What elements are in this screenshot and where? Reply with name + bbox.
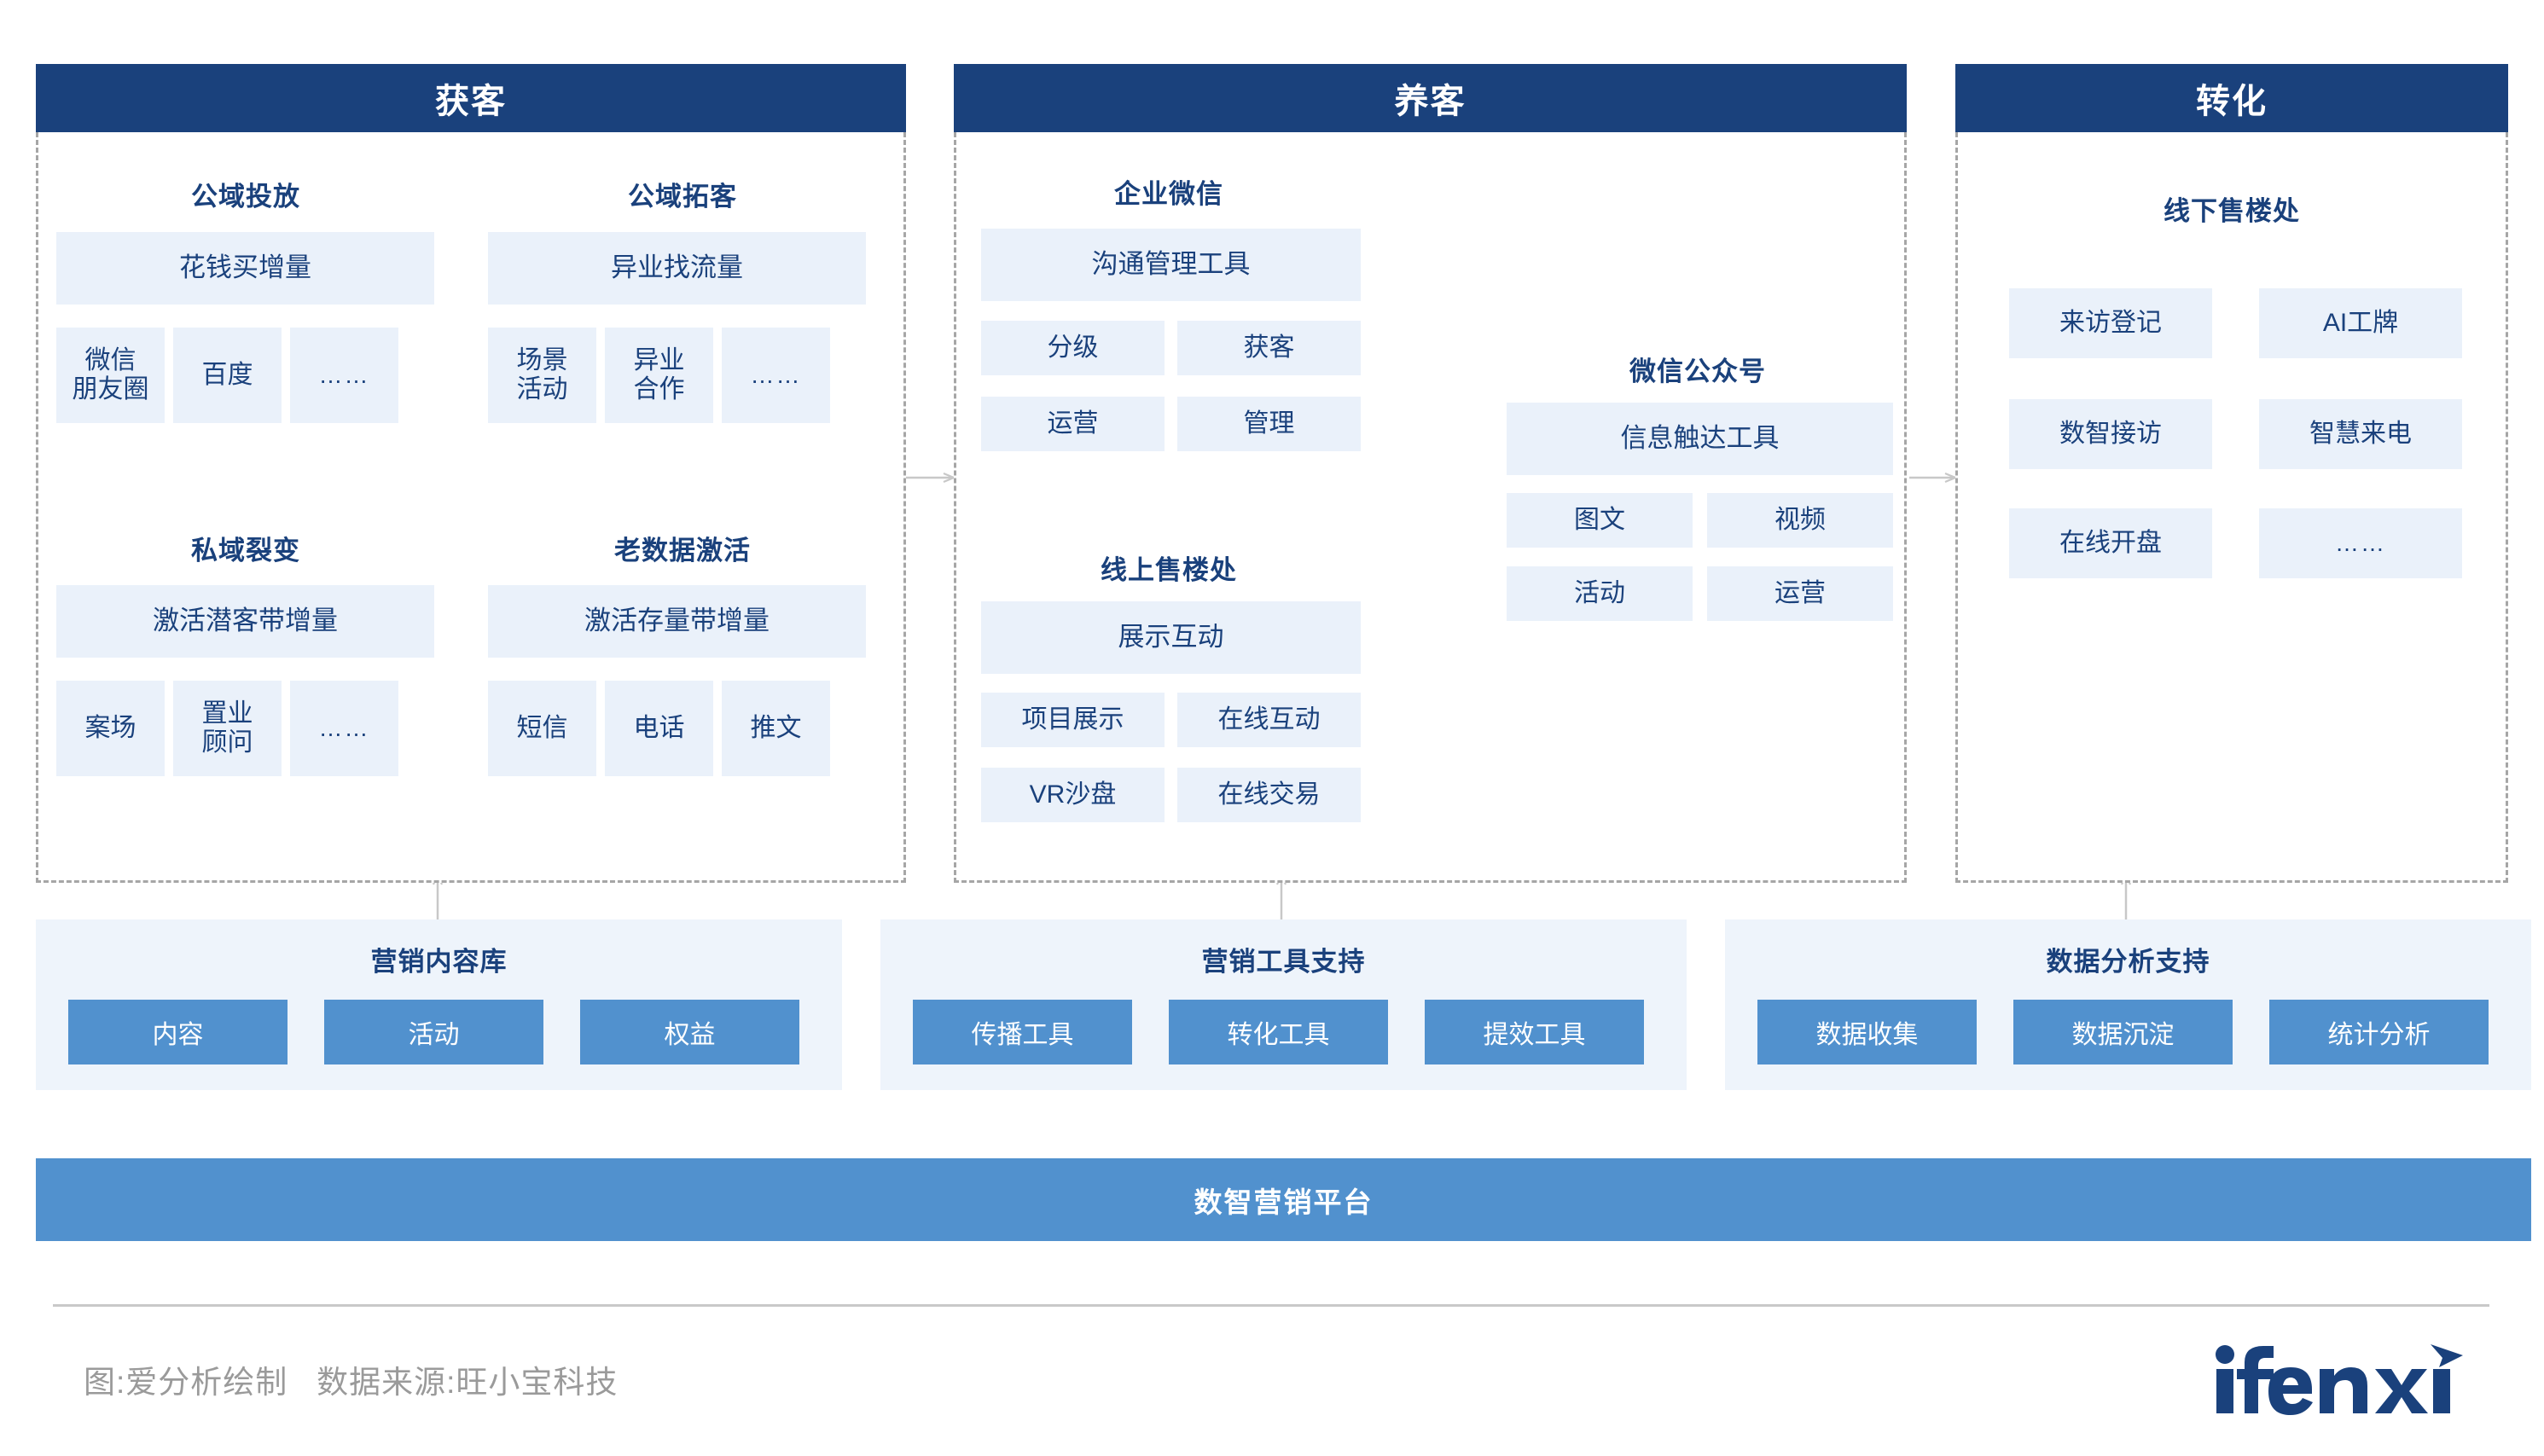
tile-offline-salesoffice-3: 数智接访: [2009, 399, 2212, 469]
support-chip-efficiency-tool[interactable]: 提效工具: [1425, 1000, 1644, 1064]
phase-body-convert: [1955, 132, 2508, 883]
group-title-official-account: 微信公众号: [1629, 357, 1766, 386]
group-title-public-expansion: 公域拓客: [628, 182, 737, 212]
tile-official-account-4: 运营: [1707, 566, 1893, 621]
tile-public-placement-3: ……: [290, 328, 398, 423]
tile-online-salesoffice-1: 项目展示: [981, 693, 1165, 747]
tile-online-salesoffice-4: 在线交易: [1177, 768, 1361, 822]
group-headline-legacy-data-activation: 激活存量带增量: [488, 585, 866, 658]
tile-official-account-2: 视频: [1707, 493, 1893, 548]
tile-official-account-3: 活动: [1507, 566, 1693, 621]
tile-public-expansion-1: 场景 活动: [488, 328, 596, 423]
phase-header-nurture: 养客: [954, 64, 1907, 132]
tile-legacy-data-3: 推文: [722, 681, 830, 776]
group-title-offline-salesoffice: 线下售楼处: [2164, 196, 2300, 226]
group-title-wecom: 企业微信: [1114, 179, 1223, 209]
phase-title-acquire: 获客: [435, 83, 507, 120]
platform-label: 数智营销平台: [1194, 1186, 1374, 1218]
support-chip-conversion-tool[interactable]: 转化工具: [1169, 1000, 1388, 1064]
group-headline-private-fission: 激活潜客带增量: [56, 585, 434, 658]
tile-public-expansion-3: ……: [722, 328, 830, 423]
group-headline-online-salesoffice: 展示互动: [981, 601, 1361, 674]
group-title-online-salesoffice: 线上售楼处: [1101, 555, 1237, 585]
phase-title-nurture: 养客: [1394, 83, 1467, 120]
group-headline-wecom: 沟通管理工具: [981, 229, 1361, 301]
tile-offline-salesoffice-6: ……: [2259, 508, 2462, 578]
group-title-legacy-data-activation: 老数据激活: [614, 536, 751, 566]
group-headline-public-expansion: 异业找流量: [488, 232, 866, 305]
tile-offline-salesoffice-2: AI工牌: [2259, 288, 2462, 358]
tile-public-placement-2: 百度: [173, 328, 282, 423]
support-chip-statistical-analysis[interactable]: 统计分析: [2269, 1000, 2489, 1064]
tile-wecom-1: 分级: [981, 321, 1165, 375]
support-title-data-analytics: 数据分析支持: [2046, 947, 2210, 977]
support-chip-benefits[interactable]: 权益: [580, 1000, 799, 1064]
phase-header-acquire: 获客: [36, 64, 906, 132]
tile-online-salesoffice-3: VR沙盘: [981, 768, 1165, 822]
tile-offline-salesoffice-1: 来访登记: [2009, 288, 2212, 358]
support-chip-data-collection[interactable]: 数据收集: [1757, 1000, 1977, 1064]
ifenxi-logo-mark: [2216, 1344, 2463, 1415]
support-chip-data-precipitation[interactable]: 数据沉淀: [2013, 1000, 2233, 1064]
ifenxi-logo: [2214, 1341, 2470, 1426]
tile-public-placement-1: 微信 朋友圈: [56, 328, 165, 423]
phase-header-convert: 转化: [1955, 64, 2508, 132]
group-headline-public-placement: 花钱买增量: [56, 232, 434, 305]
tile-offline-salesoffice-4: 智慧来电: [2259, 399, 2462, 469]
support-chip-content[interactable]: 内容: [68, 1000, 288, 1064]
tile-private-fission-3: ……: [290, 681, 398, 776]
tile-online-salesoffice-2: 在线互动: [1177, 693, 1361, 747]
tile-wecom-3: 运营: [981, 397, 1165, 451]
tile-wecom-4: 管理: [1177, 397, 1361, 451]
tile-public-expansion-2: 异业 合作: [605, 328, 713, 423]
tile-legacy-data-2: 电话: [605, 681, 713, 776]
group-title-private-fission: 私域裂变: [191, 536, 300, 566]
phase-title-convert: 转化: [2196, 83, 2268, 120]
group-title-public-placement: 公域投放: [191, 182, 300, 212]
footer-source-note: 图:爱分析绘制 数据来源:旺小宝科技: [84, 1365, 619, 1400]
tile-wecom-2: 获客: [1177, 321, 1361, 375]
support-chip-spread-tool[interactable]: 传播工具: [913, 1000, 1132, 1064]
platform-bar: 数智营销平台: [36, 1158, 2531, 1241]
tile-official-account-1: 图文: [1507, 493, 1693, 548]
support-title-content-library: 营销内容库: [370, 947, 508, 977]
group-headline-official-account: 信息触达工具: [1507, 403, 1893, 475]
tile-legacy-data-1: 短信: [488, 681, 596, 776]
footer-divider: [53, 1304, 2489, 1307]
tile-private-fission-1: 案场: [56, 681, 165, 776]
tile-offline-salesoffice-5: 在线开盘: [2009, 508, 2212, 578]
support-chip-activity[interactable]: 活动: [324, 1000, 543, 1064]
tile-private-fission-2: 置业 顾问: [173, 681, 282, 776]
support-title-marketing-tools: 营销工具支持: [1201, 947, 1366, 977]
